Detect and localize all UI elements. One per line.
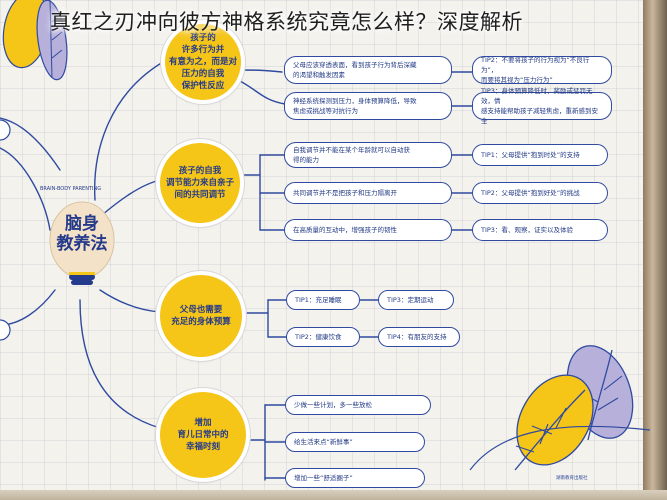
- node-label: 增加 育儿日常中的 幸福时刻: [177, 418, 229, 452]
- box-co-regulation: 共同调节并不是把孩子和压力隔离开: [284, 182, 452, 204]
- box-tip-support: TIP1：父母提供“抱到时处”的支持: [472, 144, 608, 166]
- box-something-new: 给生活来点“新鲜事”: [285, 432, 425, 452]
- decorative-leaves-top: [2, 0, 68, 81]
- box-tip-observe: TIP3：看、观察，证实以及体验: [472, 219, 608, 241]
- center-title: 脑身 教养法: [56, 214, 108, 254]
- floor-strip: [0, 490, 667, 500]
- node-happy-moments: 增加 育儿日常中的 幸福时刻: [160, 392, 246, 478]
- node-label: 孩子的自我 调节能力来自亲子 间的共同调节: [165, 166, 234, 200]
- box-tip-exercise: TIP3：定期运动: [378, 290, 454, 310]
- node-parent-budget: 父母也需要 充足的身体预算: [160, 275, 242, 357]
- box-tip-diet: TIP2：健康饮食: [286, 327, 360, 347]
- wall-edge: [643, 0, 667, 500]
- box-tip-stress-behavior: TIP2：不要将孩子的行为视为“不良行为”， 而要将其视为“压力行为”: [472, 56, 612, 84]
- box-behavior-insight: 父母应该穿透表面，看到孩子行为背后深藏 的渴望和触发因素: [284, 56, 452, 84]
- box-tip-sleep: TIP1：充足睡眠: [286, 290, 360, 310]
- box-comfort-circle: 增加一些“舒适圈子”: [285, 468, 425, 488]
- arc-label: BRAIN-BODY PARENTING: [40, 186, 102, 192]
- box-nervous-system: 神经系统探测到压力，身体预算降低，导致 焦虑或挑战等对抗行为: [284, 92, 452, 120]
- box-relax: 少做一些计划，多一些放松: [285, 395, 431, 415]
- node-label: 父母也需要 充足的身体预算: [171, 305, 231, 327]
- node-co-regulation: 孩子的自我 调节能力来自亲子 间的共同调节: [160, 143, 240, 223]
- box-resilience: 在高质量的互动中，增强孩子的韧性: [284, 219, 452, 241]
- decorative-leaves: [469, 345, 651, 471]
- node-stress-response: 孩子的 许多行为并 有意为之，而是对 压力的自我 保护性反应: [165, 24, 241, 100]
- publisher-mark: 湖南教育出版社: [556, 476, 588, 481]
- brain-head-icon: [49, 201, 115, 285]
- box-tip-emotional-support: TIP3：身体预算降低时，奖励或惩罚无效，情 感支持能帮助孩子减轻焦虑，重新感到…: [472, 87, 612, 125]
- box-tip-challenge: TIP2：父母提供“抱到好处”的挑战: [472, 182, 608, 204]
- box-tip-friends: TIP4：有朋友的支持: [378, 327, 460, 347]
- box-self-regulation: 自我调节并不能在某个年龄就可以自动获 得的能力: [284, 142, 452, 168]
- node-label: 孩子的 许多行为并 有意为之，而是对 压力的自我 保护性反应: [168, 33, 237, 91]
- headline: 真红之刃冲向彼方神格系统究竟怎么样？深度解析: [50, 10, 523, 34]
